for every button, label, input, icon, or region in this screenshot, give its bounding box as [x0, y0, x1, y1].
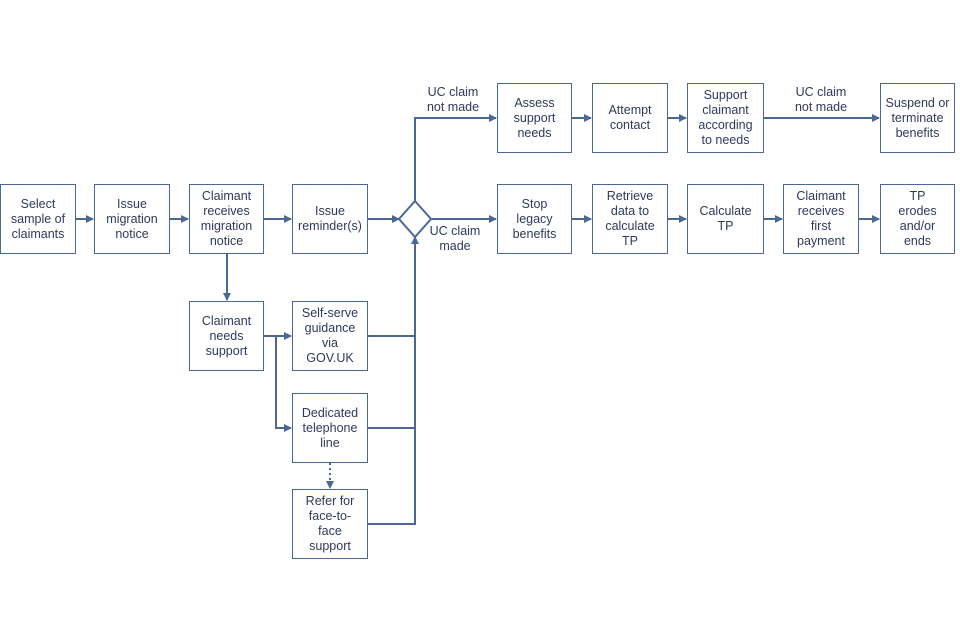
- arrow-needs-support-to-telephone: [275, 336, 292, 432]
- node-stop-legacy-benefits: Stop legacy benefits: [497, 184, 572, 254]
- node-calculate-tp: Calculate TP: [687, 184, 764, 254]
- node-face-to-face-support: Refer for face-to- face support: [292, 489, 368, 559]
- arrow-decision-to-assess: [414, 114, 497, 201]
- node-claimant-needs-support: Claimant needs support: [189, 301, 264, 371]
- node-issue-reminders: Issue reminder(s): [292, 184, 368, 254]
- node-attempt-contact: Attempt contact: [592, 83, 668, 153]
- edge-label-uc-claim-made: UC claim made: [429, 224, 481, 253]
- node-issue-notice: Issue migration notice: [94, 184, 170, 254]
- edge-label-uc-claim-not-made-1: UC claim not made: [426, 85, 480, 114]
- node-select-sample: Select sample of claimants: [0, 184, 76, 254]
- node-self-serve-guidance: Self-serve guidance via GOV.UK: [292, 301, 368, 371]
- arrow-face-return: [368, 236, 419, 525]
- node-suspend-terminate: Suspend or terminate benefits: [880, 83, 955, 153]
- node-claimant-receives-notice: Claimant receives migration notice: [189, 184, 264, 254]
- node-assess-support-needs: Assess support needs: [497, 83, 572, 153]
- edge-label-uc-claim-not-made-2: UC claim not made: [794, 85, 848, 114]
- node-first-payment: Claimant receives first payment: [783, 184, 859, 254]
- node-telephone-line: Dedicated telephone line: [292, 393, 368, 463]
- node-support-claimant: Support claimant according to needs: [687, 83, 764, 153]
- decision-diamond: [397, 199, 433, 239]
- node-tp-erodes: TP erodes and/or ends: [880, 184, 955, 254]
- node-retrieve-data: Retrieve data to calculate TP: [592, 184, 668, 254]
